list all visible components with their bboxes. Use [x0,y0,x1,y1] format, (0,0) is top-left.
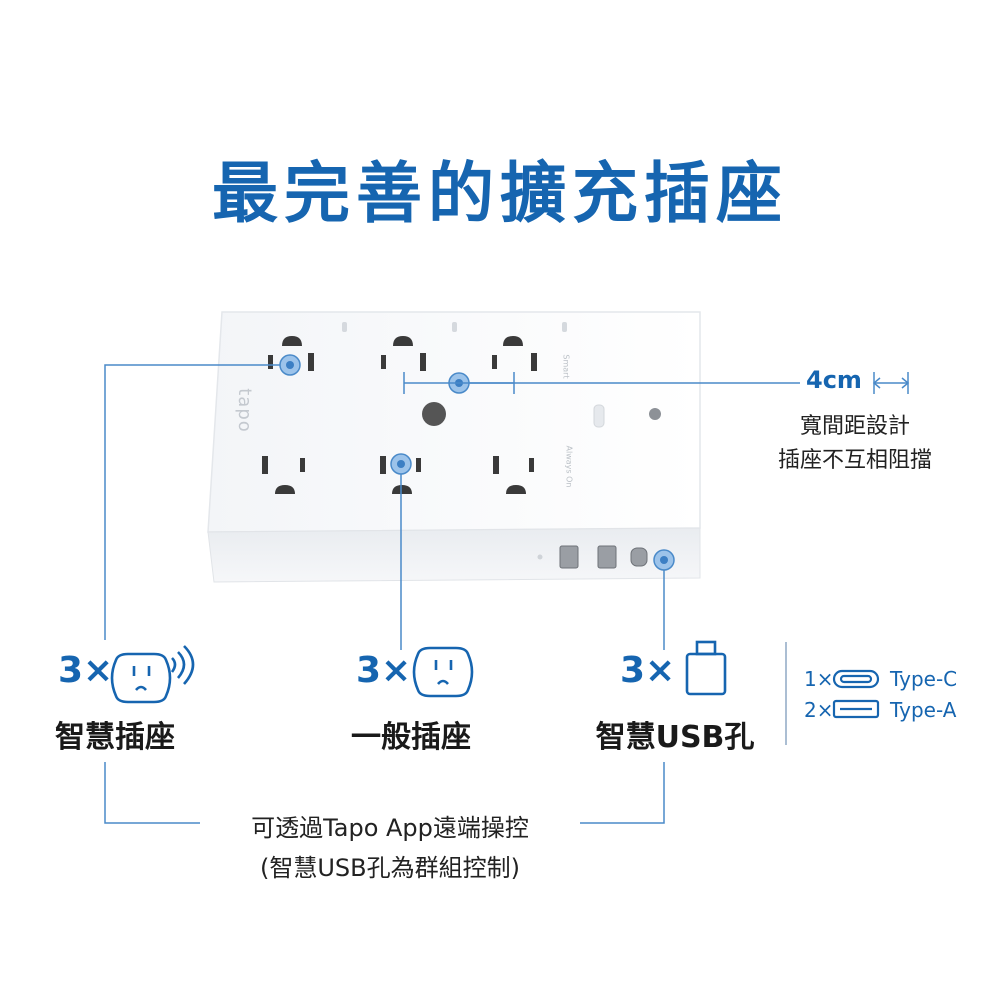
remote-control-note: 可透過Tapo App遠端操控 (智慧USB孔為群組控制) [200,808,580,888]
smart-outlet-label: 智慧插座 [55,720,175,755]
top-outlet-row [268,336,537,371]
usb-ports-front [537,545,648,569]
spacing-line-1: 寬間距設計 [799,414,910,439]
outlet-count: 3× [356,650,412,691]
spacing-value: 4cm [806,366,862,394]
usb-port-label: 智慧USB孔 [595,720,755,755]
device-brand-logo: tapo [233,388,255,433]
usb-a-count: 2× [804,698,834,722]
smart-outlet-count: 3× [58,650,114,691]
power-strip-body [207,311,701,583]
usb-c-icon [832,669,880,689]
bottom-outlet-row [262,456,534,494]
usb-port-count: 3× [620,650,676,691]
usb-a-icon [832,699,880,719]
device-label-smart: Smart [561,354,571,379]
spacing-description: 寬間距設計 插座不互相阻擋 [740,410,970,478]
callout-lines [104,364,910,824]
side-button [593,404,605,428]
usb-c-count: 1× [804,667,834,691]
indicator-marks [342,322,567,332]
highlight-dots [279,354,675,571]
smart-outlet-icon [110,645,195,704]
outlet-label: 一般插座 [351,720,471,755]
status-led [649,408,661,420]
remote-control-line-1: 可透過Tapo App遠端操控 [200,808,580,848]
spacing-line-2: 插座不互相阻擋 [777,448,932,473]
remote-control-line-2: (智慧USB孔為群組控制) [200,848,580,888]
usb-c-name: Type-C [890,667,958,691]
usb-port-icon [685,640,727,696]
center-power-button [422,402,446,426]
page-title: 最完善的擴充插座 [212,155,788,232]
device-label-always-on: Always On [564,445,574,488]
outlet-icon [412,646,474,698]
usb-a-name: Type-A [890,698,957,722]
